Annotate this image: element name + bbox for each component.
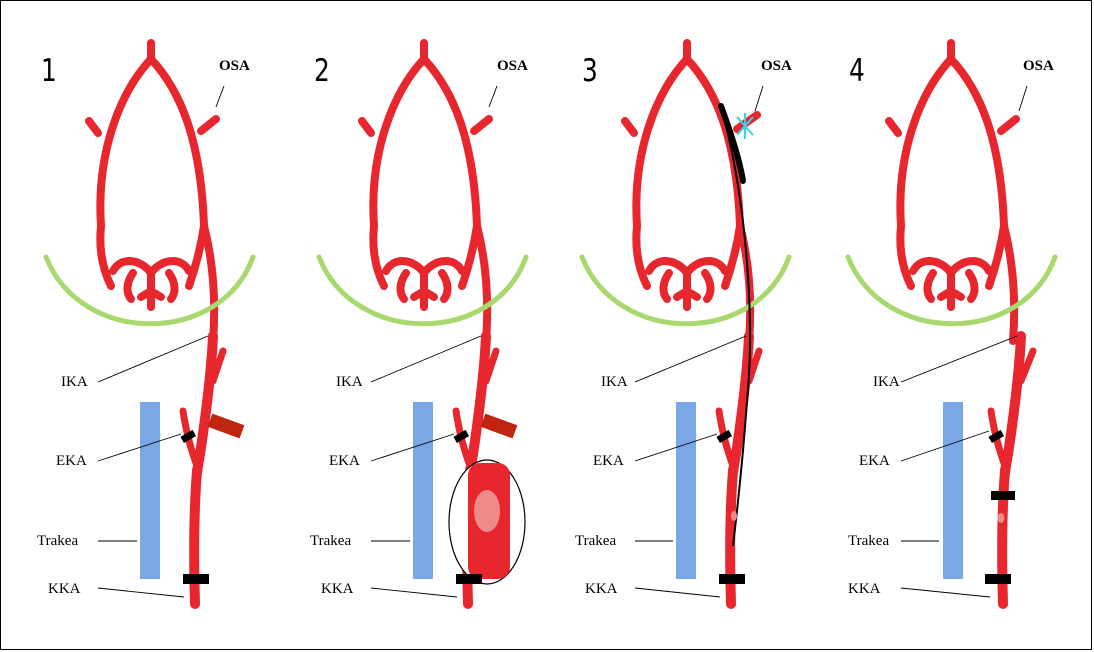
neck-arteries [183,336,223,604]
panel-3-drawing [547,1,820,651]
trakea-label: Trakea [575,533,616,550]
panel-4: 4 OSA IKA EKA Trakea KKA [811,1,1084,651]
trachea [676,402,696,579]
neck-arteries [991,336,1033,604]
osa-label: OSA [761,58,792,75]
ika-label: IKA [873,374,900,391]
panel-2-drawing [274,1,547,651]
kka-clip [719,574,745,584]
circle-of-willis [89,43,216,341]
neck-arteries [719,336,759,604]
ika-clamp [481,414,518,439]
ika-label: IKA [61,374,88,391]
osa-label: OSA [497,58,528,75]
panel-4-drawing [811,1,1084,651]
kka-label: KKA [48,581,81,598]
trachea [943,402,963,579]
eka-label: EKA [593,453,624,470]
kka-label: KKA [848,581,881,598]
panel-number: 3 [582,53,598,89]
eka-label: EKA [56,453,87,470]
kka-clip [985,574,1011,584]
panel-number: 4 [849,53,865,89]
osa-label: OSA [1023,58,1054,75]
osa-label: OSA [219,58,250,75]
panel-1: 1 OSA IKA EKA Trakea KKA [1,1,274,651]
panel-2: 2 OSA IKA EKA Trakea KKA [274,1,547,651]
trachea [140,402,160,579]
kka-label: KKA [321,581,354,598]
eka-label: EKA [329,453,360,470]
trakea-label: Trakea [848,533,889,550]
arteriotomy [474,490,500,532]
panel-1-drawing [1,1,274,651]
ika-clamp [208,414,245,439]
circle-of-willis [889,43,1016,341]
circle-of-willis [362,43,489,341]
trakea-label: Trakea [310,533,351,550]
ika-label: IKA [601,374,628,391]
trachea [413,402,433,579]
trakea-label: Trakea [37,533,78,550]
eka-label: EKA [859,453,890,470]
panel-3: 3 OSA IKA EKA Trakea KKA [547,1,820,651]
closed-arteriotomy [731,511,737,521]
panel-number: 2 [314,53,330,89]
kka-clip [456,574,482,584]
ika-clip [991,491,1015,500]
circle-of-willis [625,43,757,341]
panel-number: 1 [41,53,57,89]
closed-arteriotomy [998,513,1005,523]
ika-label: IKA [336,374,363,391]
kka-clip [183,574,209,584]
kka-label: KKA [585,581,618,598]
